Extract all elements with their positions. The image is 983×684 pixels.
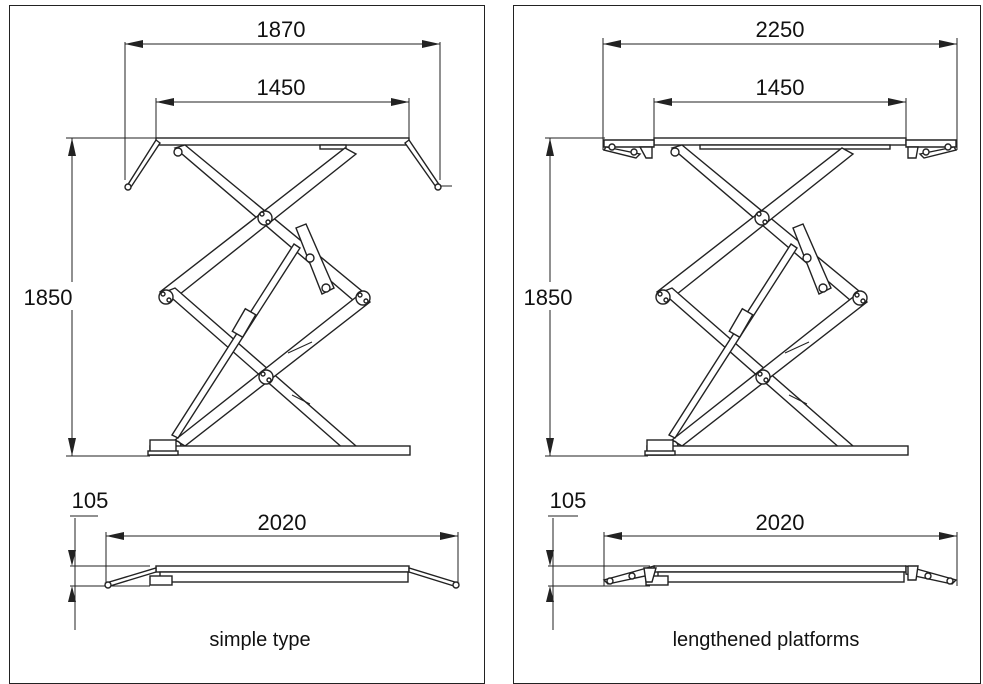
arrowhead [106,532,124,540]
arrowhead [68,138,76,156]
top-platform [155,137,410,146]
arrowhead [125,40,143,48]
platform-detail [699,144,891,150]
ramp-wheel [124,183,132,191]
left-ramp [125,138,161,188]
top-platform [653,137,907,146]
dimension-height: 1850 [24,285,73,310]
collapsed-base [657,571,905,583]
arrowhead [391,98,409,106]
scissor-mechanism [158,144,371,452]
arrowhead [546,550,554,566]
dimension-outer-width: 1870 [257,17,306,42]
dimension-inner-width: 1450 [257,75,306,100]
arrowhead [604,532,622,540]
ramp-wheel [434,183,442,191]
caption: lengthened platforms [673,629,860,651]
arrowhead [68,550,76,566]
arrowhead [440,532,458,540]
right-ramp [404,138,442,188]
panel-simple: 1870 1450 1850 [9,5,485,684]
right-lengthened-ramp [905,139,957,148]
arrowhead [654,98,672,106]
platform-detail [319,144,347,150]
base-frame [149,445,411,456]
arrowhead [546,586,554,602]
dimension-collapsed-length: 2020 [258,510,307,535]
dimension-inner-width: 1450 [756,75,805,100]
caption: simple type [209,629,310,651]
collapsed-right-ramp [408,567,460,587]
dimension-height: 1850 [524,285,573,310]
scissor-mechanism [655,144,868,452]
arrowhead [68,586,76,602]
arrowhead [422,40,440,48]
arrowhead [603,40,621,48]
collapsed-platform [653,565,907,573]
collapsed-left-ramp [104,567,157,587]
arrowhead [888,98,906,106]
dimension-collapsed-height: 105 [550,488,587,513]
base-frame [646,445,909,456]
collapsed-base [159,571,409,583]
dimension-collapsed-length: 2020 [756,510,805,535]
arrowhead [546,438,554,456]
arrowhead [156,98,174,106]
arrowhead [546,138,554,156]
collapsed-platform [155,565,410,573]
arrowhead [68,438,76,456]
panel-lengthened: 2250 1450 1850 [513,5,981,684]
dimension-outer-width: 2250 [756,17,805,42]
arrowhead [939,532,957,540]
arrowhead [939,40,957,48]
left-lengthened-ramp [603,139,655,148]
dimension-collapsed-height: 105 [72,488,109,513]
